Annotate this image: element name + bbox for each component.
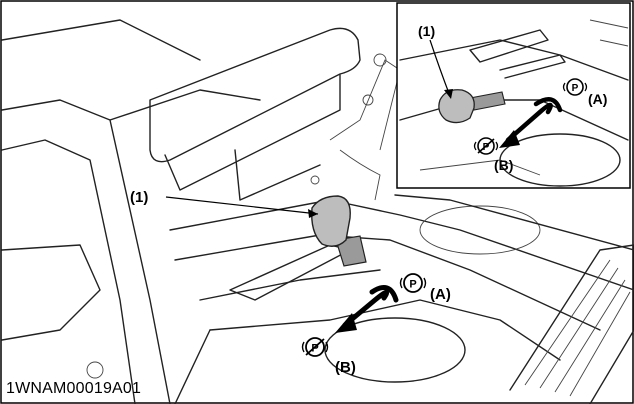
inset-rail: [399, 39, 629, 81]
side-pocket: [1, 244, 101, 341]
console-structure: [1, 19, 634, 404]
console-rail: [174, 234, 601, 331]
parking-brake-icon: P: [399, 273, 427, 293]
svg-text:P: P: [311, 343, 318, 355]
mat-ribs: [524, 259, 631, 397]
cup-holder-2: [419, 205, 541, 255]
seat-inner-edge: [1, 139, 136, 404]
bolt: [373, 53, 387, 67]
inset-arrow-head: [499, 130, 520, 148]
figure-code: 1WNAM00019A01: [6, 380, 142, 397]
inset-callout-arrowhead: [444, 89, 453, 99]
inset-detail: [589, 19, 629, 47]
arrow-head: [335, 313, 357, 333]
console-base: [209, 299, 561, 361]
inset-console: [399, 99, 629, 141]
callout-1-arrowhead: [308, 209, 318, 218]
callout-1-leader: [165, 196, 319, 215]
svg-text:P: P: [409, 279, 416, 291]
lever-knob: [311, 195, 351, 247]
inset-arrow-hook: [533, 96, 563, 113]
knob-bottom-left: [86, 361, 104, 379]
inset-label-a: (A): [588, 91, 607, 107]
inset-slot: [499, 54, 566, 79]
armrest-side: [164, 74, 341, 191]
inset-parking-brake-icon: P: [562, 78, 588, 96]
cable: [339, 149, 381, 201]
floor-mat: [509, 244, 634, 404]
svg-text:P: P: [483, 142, 490, 153]
inset-view: (1) P (A) P (B): [396, 2, 631, 189]
callout-1-label: (1): [130, 189, 148, 206]
console-top-edge: [169, 199, 634, 291]
inset-frame: [396, 2, 631, 189]
console-slot: [199, 269, 381, 301]
lever-stem: [335, 235, 367, 267]
linkage-rod: [329, 59, 401, 151]
bolt-3: [310, 175, 320, 185]
inset-arrow-body: [505, 102, 553, 143]
cup-holder: [324, 317, 466, 383]
inset-parking-brake-release-icon: P: [473, 137, 499, 155]
rear-rail: [394, 194, 634, 251]
console-front: [174, 329, 211, 404]
inset-label-b: (B): [494, 157, 513, 173]
inset-gate: [469, 29, 549, 63]
parking-brake-release-icon: P: [301, 337, 329, 357]
armrest-bracket: [234, 149, 321, 201]
parking-brake-lever: [311, 195, 367, 267]
lever-movement-arrow: [335, 285, 399, 333]
upper-panel: [1, 19, 201, 61]
inset-callout-1-label: (1): [418, 23, 435, 39]
bolt-2: [362, 94, 374, 106]
armrest: [149, 27, 361, 163]
arrow-body: [342, 290, 389, 328]
label-b: (B): [335, 359, 356, 376]
seat-edge: [1, 99, 171, 404]
inset-edge: [419, 159, 541, 176]
panel-crease: [109, 89, 261, 121]
arrow-hook: [369, 285, 399, 303]
label-a: (A): [430, 286, 451, 303]
svg-text:P: P: [572, 83, 579, 94]
inset-lever-knob: [438, 89, 475, 124]
lever-gate: [229, 244, 351, 301]
